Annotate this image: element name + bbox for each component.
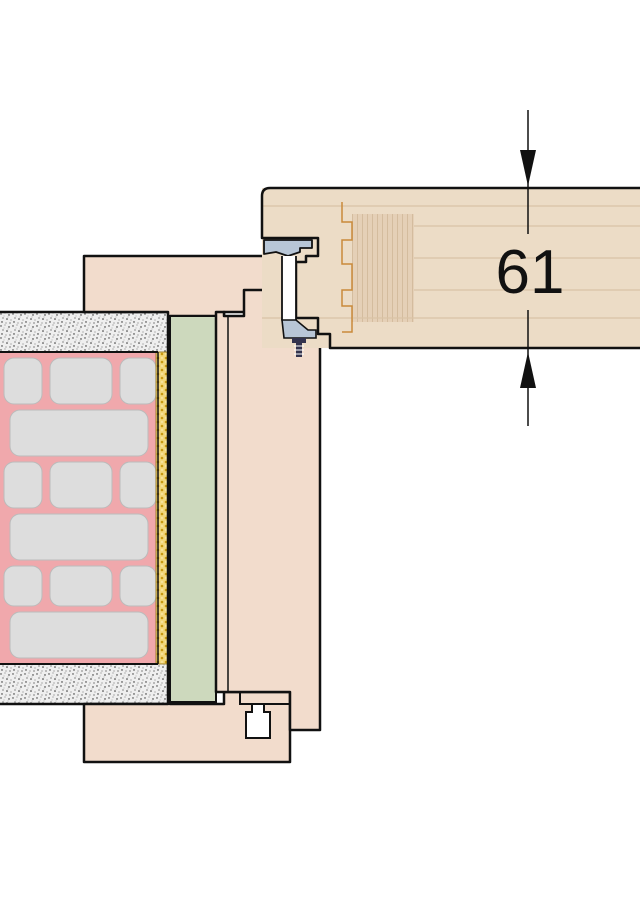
dimension-value-label: 61 [496, 238, 565, 307]
plaster-top [0, 312, 170, 352]
screw-icon [292, 338, 306, 357]
dimension-door-thickness: 61 [496, 110, 565, 426]
brick [9, 409, 149, 457]
bricks-group [3, 357, 157, 659]
door-leaf-core [352, 214, 414, 322]
brick [49, 357, 113, 405]
dimension-arrow-up-icon [520, 352, 536, 388]
frame-inner-casing [214, 288, 322, 732]
lining-board [169, 315, 217, 703]
brick [9, 611, 149, 659]
brick [3, 357, 43, 405]
door-leaf-core-lip [341, 202, 353, 333]
casing-lower-step [216, 691, 290, 705]
brick [49, 461, 113, 509]
brick-wall [0, 352, 160, 664]
plaster-bottom [0, 664, 170, 704]
brick [3, 461, 43, 509]
brick [49, 565, 113, 607]
brick [3, 565, 43, 607]
door-leaf [260, 186, 640, 350]
door-seal-upper [263, 239, 313, 257]
door-seal-lower [281, 319, 317, 339]
brick [119, 461, 157, 509]
brick [9, 513, 149, 561]
dimension-arrow-down-icon [520, 150, 536, 186]
door-leaf-body [262, 188, 640, 348]
casing-groove-lower [245, 703, 271, 739]
brick [119, 565, 157, 607]
brick [119, 357, 157, 405]
door-leaf-outline [260, 186, 640, 350]
